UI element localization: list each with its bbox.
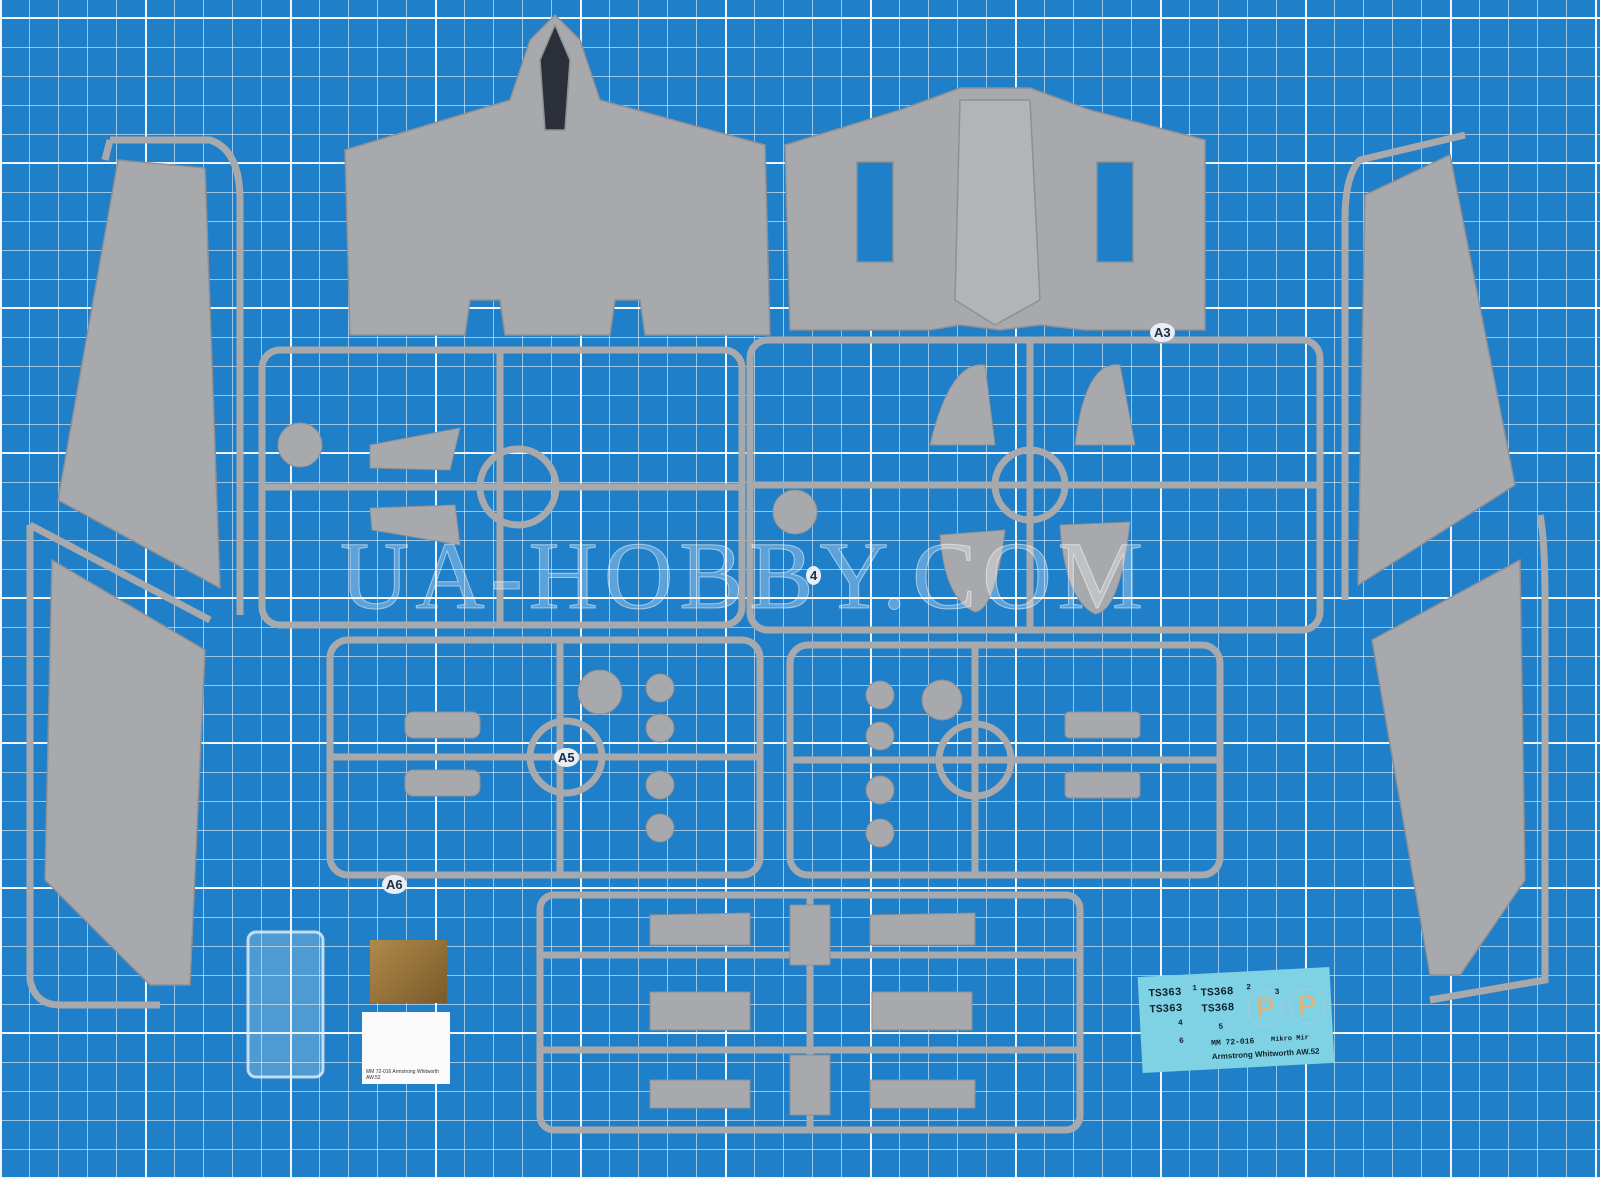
decal-code: TS368	[1200, 986, 1234, 1000]
instrument-panel-decal: MM 72-016 Armstrong Whitworth AW.52	[362, 1012, 450, 1084]
watermark: UA-HOBBY.COM	[339, 522, 1150, 630]
decal-number: 6	[1178, 1036, 1185, 1047]
sprue-label-a5: A5	[554, 748, 579, 767]
fin-left-lower	[44, 558, 206, 986]
photo-etch-fret	[370, 940, 447, 1003]
instrument-panel-caption: MM 72-016 Armstrong Whitworth AW.52	[366, 1069, 440, 1081]
decal-code: TS363	[1149, 1002, 1183, 1017]
decal-code: TS363	[1148, 986, 1182, 1001]
sprue-label-a4: 4	[806, 566, 822, 585]
kit-number: MM 72-016	[1210, 1037, 1255, 1049]
sprue-label-a6: A6	[382, 875, 407, 894]
fin-right-lower	[1371, 558, 1526, 976]
roundel-p: P	[1246, 989, 1285, 1028]
decal-sheet: TS363 1 TS368 TS363 TS368 2 3 4 5 6 P P …	[1137, 967, 1335, 1073]
clear-parts-sprue	[246, 930, 325, 1079]
decal-code: TS368	[1201, 1002, 1235, 1016]
sprue-label-a3: A3	[1150, 323, 1175, 342]
decal-title: Armstrong Whitworth AW.52	[1211, 1046, 1320, 1062]
fin-right-upper	[1357, 153, 1516, 587]
decal-number: 4	[1177, 1018, 1184, 1029]
decal-number: 5	[1218, 1022, 1224, 1032]
decal-number: 2	[1246, 983, 1252, 993]
wing-left-upper	[344, 13, 771, 336]
fin-left-upper	[57, 159, 221, 590]
brand: Mikro Mir	[1270, 1034, 1310, 1045]
roundel-p: P	[1288, 987, 1327, 1026]
decal-number: 1	[1192, 983, 1198, 994]
